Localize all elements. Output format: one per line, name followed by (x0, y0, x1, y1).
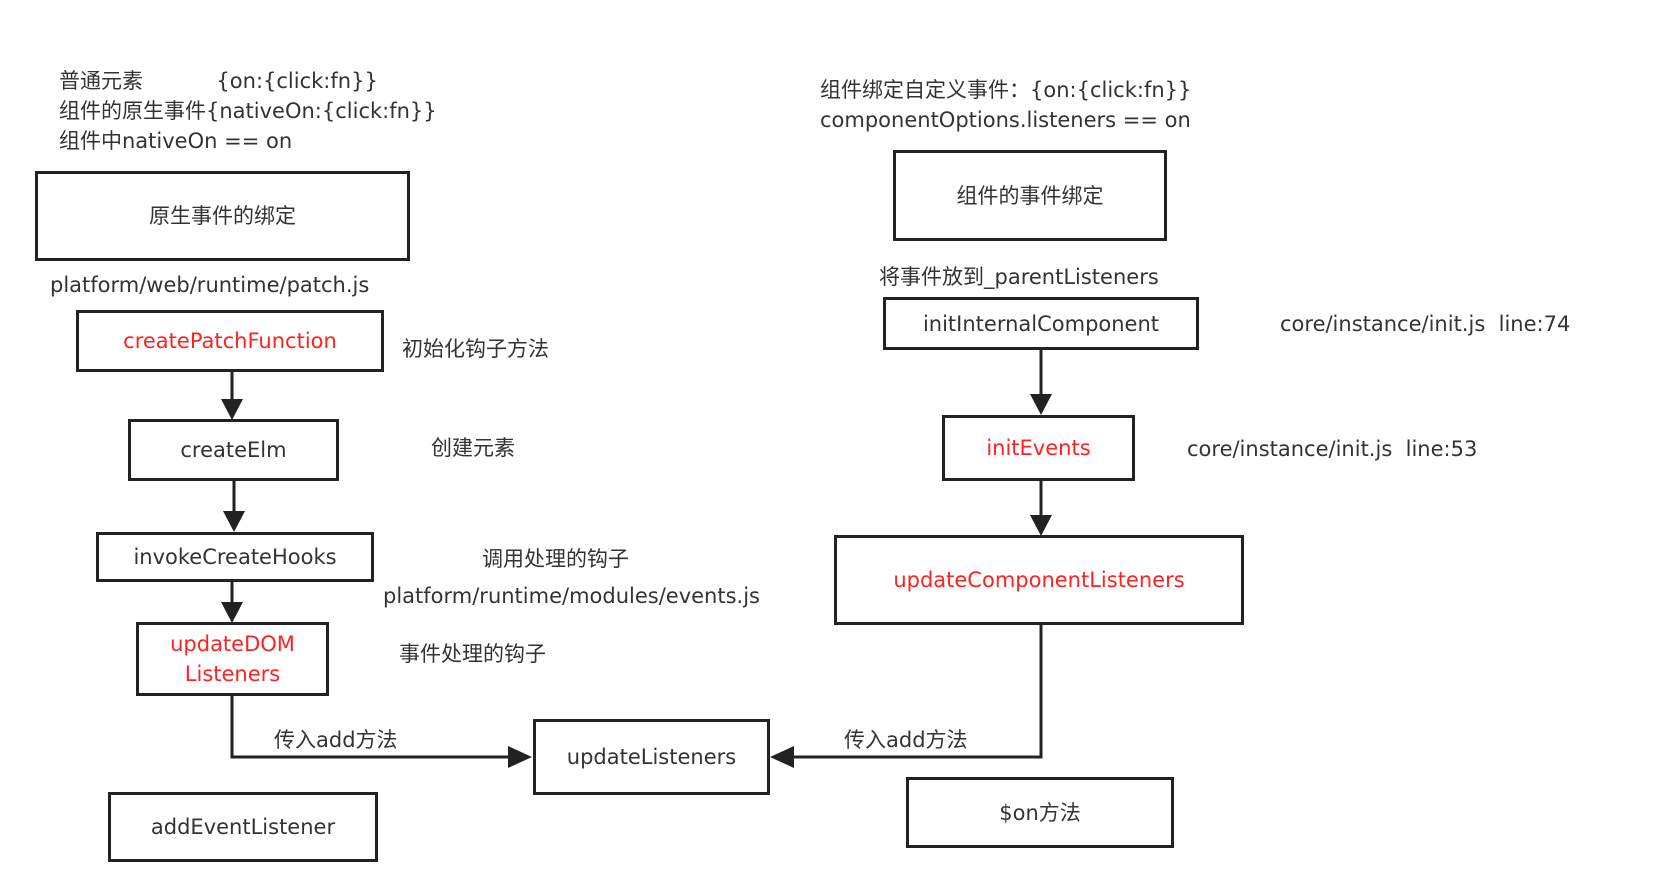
init-events-box: initEvents (942, 415, 1135, 481)
add-event-listener-label: addEventListener (150, 815, 336, 839)
component-event-binding-box: 组件的事件绑定 (893, 150, 1167, 241)
init-internal-component-label: initInternalComponent (922, 311, 1160, 336)
init-events-label: initEvents (986, 436, 1091, 460)
native-event-binding-label: 原生事件的绑定 (149, 204, 296, 228)
events-js-path-note: platform/runtime/modules/events.js (383, 584, 760, 608)
arrowhead-updatelisteners-left (508, 746, 532, 768)
create-element-note: 创建元素 (431, 436, 515, 460)
invoke-hooks-note: 调用处理的钩子 (482, 547, 629, 571)
pass-add-method-left-note: 传入add方法 (274, 728, 398, 752)
arrowhead-invokehooks (223, 511, 245, 532)
arrowhead-createelm (221, 399, 243, 420)
invoke-create-hooks-label: invokeCreateHooks (133, 545, 337, 569)
update-component-listeners-label: updateComponentListeners (893, 568, 1185, 592)
arrowhead-updatelisteners-right (770, 746, 794, 768)
arrowhead-initevents (1030, 394, 1052, 415)
arrowhead-updatecomponent (1030, 515, 1052, 536)
init-js-line-53-note: core/instance/init.js line:53 (1187, 437, 1478, 461)
native-event-binding-box: 原生事件的绑定 (35, 171, 410, 261)
arrowhead-updatedom (221, 602, 243, 623)
update-dom-listeners-box: updateDOM Listeners (136, 622, 329, 696)
update-listeners-label: updateListeners (566, 745, 737, 769)
init-hook-method-note: 初始化钩子方法 (402, 337, 549, 361)
on-method-box: $on方法 (906, 777, 1174, 848)
on-method-label: $on方法 (999, 800, 1081, 825)
create-patch-function-box: createPatchFunction (76, 310, 384, 372)
arrow-updatedom-to-updatelisteners (230, 696, 512, 759)
event-hook-note: 事件处理的钩子 (399, 642, 546, 666)
add-event-listener-box: addEventListener (108, 792, 378, 862)
component-event-binding-label: 组件的事件绑定 (956, 183, 1104, 208)
patch-js-path-note: platform/web/runtime/patch.js (50, 273, 370, 297)
update-dom-listeners-label: updateDOM Listeners (170, 632, 295, 686)
create-elm-label: createElm (180, 438, 287, 462)
update-listeners-box: updateListeners (533, 719, 770, 795)
native-event-header-note: 普通元素 {on:{click:fn}} 组件的原生事件{nativeOn:{c… (59, 69, 437, 153)
update-component-listeners-box: updateComponentListeners (834, 535, 1244, 625)
init-js-line-74-note: core/instance/init.js line:74 (1280, 312, 1571, 336)
pass-add-method-right-note: 传入add方法 (844, 728, 968, 752)
component-event-header-note: 组件绑定自定义事件：{on:{click:fn}} componentOptio… (820, 78, 1192, 132)
parent-listeners-note: 将事件放到_parentListeners (879, 265, 1159, 289)
init-internal-component-box: initInternalComponent (883, 297, 1199, 350)
arrow-updatecomponent-to-updatelisteners (790, 625, 1043, 759)
invoke-create-hooks-box: invokeCreateHooks (96, 532, 374, 582)
create-patch-function-label: createPatchFunction (123, 329, 337, 353)
create-elm-box: createElm (128, 419, 339, 481)
